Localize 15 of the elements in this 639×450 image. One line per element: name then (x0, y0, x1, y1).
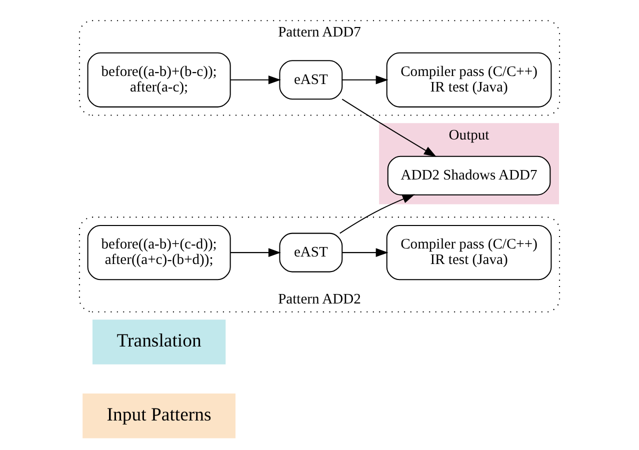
arrow (230, 248, 281, 257)
node-box: Compiler pass (C/C++) IR test (Java) (386, 52, 552, 108)
node-box: before((a-b)+(b-c)); after(a-c); (87, 52, 231, 108)
node-box: Translation (92, 320, 226, 364)
node-box: ADD2 Shadows ADD7 (387, 156, 551, 196)
arrow (342, 248, 388, 257)
node-box: eAST (279, 232, 343, 272)
arrow (342, 76, 388, 84)
arrow (340, 194, 415, 234)
arrow (342, 98, 436, 157)
node-box: Input Patterns (82, 394, 236, 438)
node-box: before((a-b)+(c-d)); after((a+c)-(b+d)); (87, 225, 231, 280)
node-box: eAST (279, 60, 343, 100)
arrow (230, 76, 281, 84)
node-box: Compiler pass (C/C++) IR test (Java) (386, 225, 552, 280)
